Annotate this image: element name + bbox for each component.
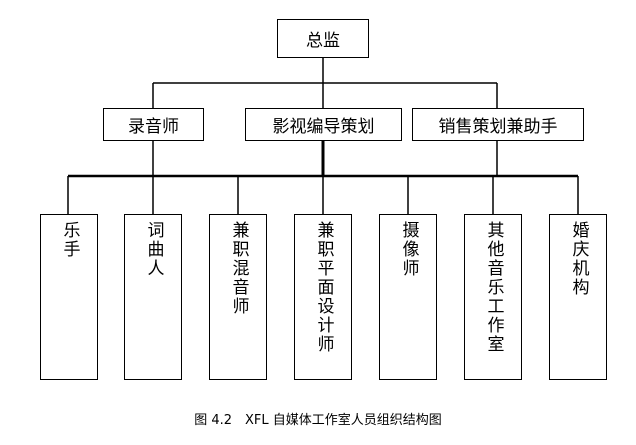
node-film-director-planner: 影视编导策划: [245, 108, 402, 141]
node-wedding-agencies: 婚庆机构: [549, 214, 607, 380]
node-cameraman: 摄像师: [379, 214, 437, 380]
node-label: 词曲人: [143, 221, 164, 278]
node-label: 婚庆机构: [568, 221, 589, 297]
node-part-time-mixer: 兼职混音师: [209, 214, 267, 380]
node-label: 销售策划兼助手: [438, 117, 558, 137]
figure-caption: 图 4.2 XFL 自媒体工作室人员组织结构图: [194, 413, 442, 428]
node-label: 其他音乐工作室: [483, 221, 504, 354]
node-label: 兼职混音师: [228, 221, 249, 316]
node-label: 摄像师: [398, 221, 419, 278]
node-director-label: 总监: [306, 31, 340, 51]
node-label: 影视编导策划: [272, 117, 375, 137]
node-musicians: 乐手: [40, 214, 98, 380]
node-label: 兼职平面设计师: [313, 221, 334, 354]
node-label: 乐手: [59, 221, 80, 259]
node-sales-planner-assistant: 销售策划兼助手: [412, 108, 584, 141]
node-recording-engineer: 录音师: [103, 108, 204, 141]
node-lyricist-composer: 词曲人: [124, 214, 182, 380]
node-part-time-graphic-designer: 兼职平面设计师: [294, 214, 352, 380]
node-other-music-studios: 其他音乐工作室: [464, 214, 522, 380]
node-director: 总监: [277, 19, 369, 58]
node-label: 录音师: [128, 117, 179, 137]
